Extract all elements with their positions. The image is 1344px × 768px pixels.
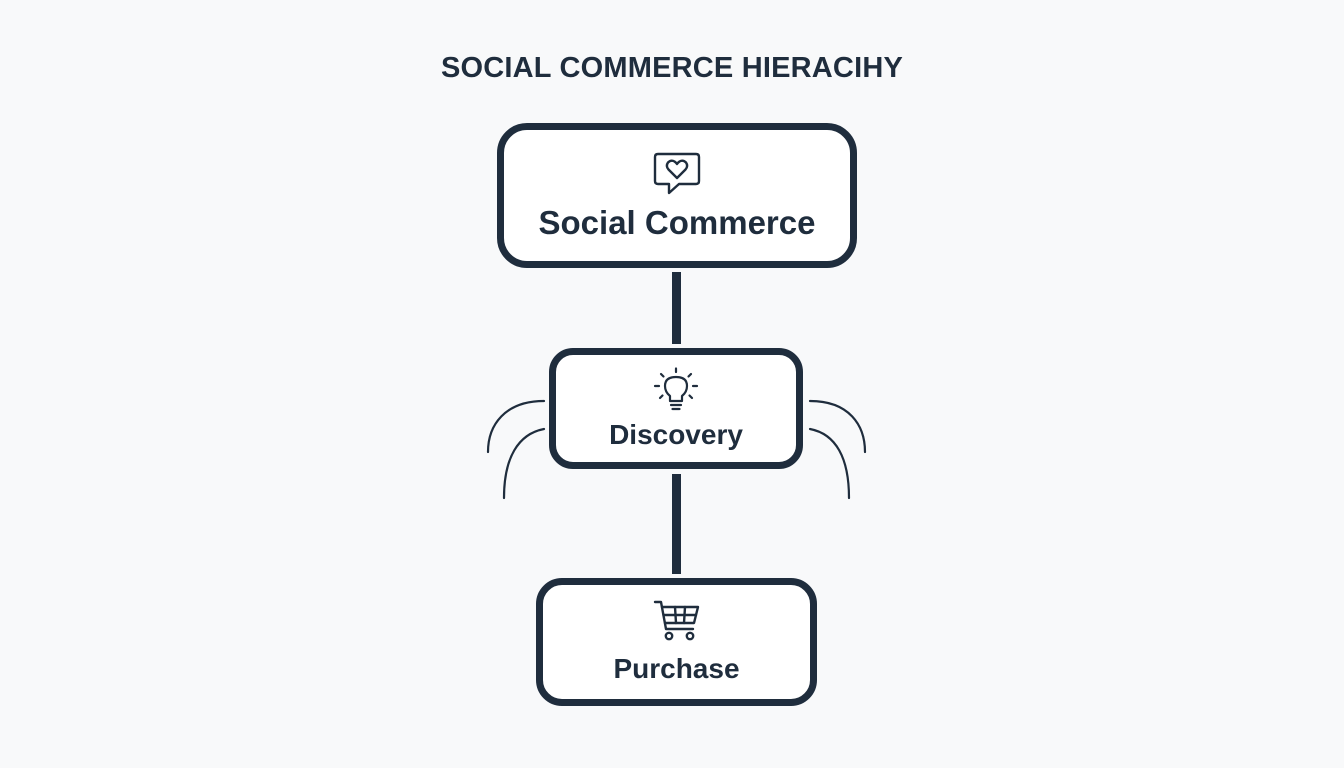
node-label-purchase: Purchase [613,653,740,684]
node-purchase: Purchase [536,578,817,706]
left-outer-arc [486,399,546,454]
chat-heart-icon [652,150,702,198]
node-social-commerce: Social Commerce [497,123,857,268]
node-label-social-commerce: Social Commerce [538,203,816,241]
connector-social-to-discovery [672,272,681,344]
shopping-cart-icon [653,599,701,643]
node-discovery: Discovery [549,348,803,469]
right-outer-arc [808,399,867,454]
right-inner-arc [808,427,851,500]
diagram-title: SOCIAL COMMERCE HIERACIHY [440,52,904,84]
lightbulb-icon [652,366,700,415]
left-inner-arc [502,427,546,500]
node-label-discovery: Discovery [609,418,743,450]
connector-discovery-to-purchase [672,474,681,574]
